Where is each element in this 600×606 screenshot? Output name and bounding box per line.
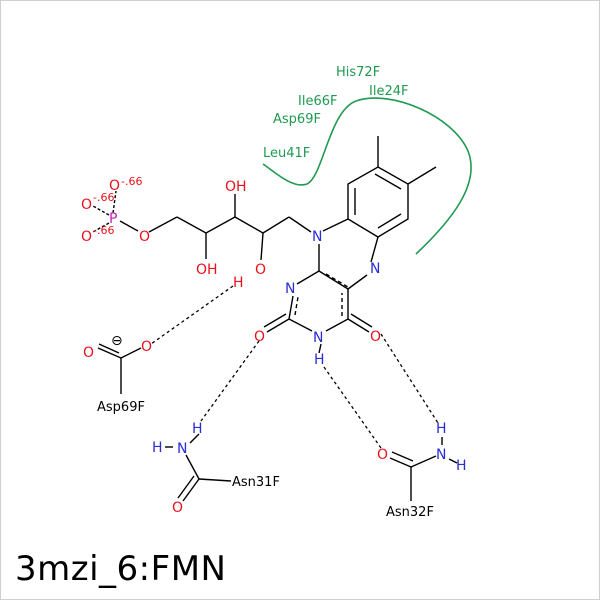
asn32-n-label: N <box>436 447 446 463</box>
asn31-h-label: H <box>192 421 203 437</box>
phosphate-o-bottom-label: O <box>81 229 92 245</box>
residue-asp69-hydrophobic: Asp69F <box>273 112 321 127</box>
phosphate-o-left-label: O <box>81 197 92 213</box>
asn32-h-label: H <box>436 421 447 437</box>
phosphorus-label: P <box>109 211 117 227</box>
phosphate-charge-left: -.66 <box>93 191 114 204</box>
diagram-title: 3mzi_6:FMN <box>15 549 227 589</box>
n1-label: N <box>285 281 295 297</box>
asn32-h2-label: H <box>456 458 467 474</box>
h3-label: H <box>314 352 325 368</box>
residue-labels: His72F Ile66F Ile24F Asp69F Leu41F Asp69… <box>97 65 434 520</box>
residue-asn31: Asn31F <box>232 475 280 490</box>
asp69-charge-icon: ⊖ <box>111 333 123 349</box>
phosphate-charge-bottom: -.66 <box>93 224 114 237</box>
asn32-o-label: O <box>377 447 388 463</box>
residue-leu41: Leu41F <box>263 146 310 161</box>
hydrogen-bonds <box>150 285 439 449</box>
phosphate-charge-top: -.66 <box>121 175 142 188</box>
residue-ile24: Ile24F <box>369 84 408 99</box>
n5-label: N <box>370 261 380 277</box>
residue-his72: His72F <box>336 65 380 80</box>
asn31-h2-label: H <box>152 440 163 456</box>
asp69-o2-label: O <box>141 339 152 355</box>
hydrophobic-contact-arc <box>262 97 472 255</box>
o4-label: O <box>370 329 381 345</box>
ribityl-o-label: O <box>255 262 266 278</box>
o2-label: O <box>254 329 265 345</box>
atom-labels: OH OH O H N N N N H O O P O O O O -.66 -… <box>81 175 467 516</box>
phosphate-o-ester-label: O <box>139 229 150 245</box>
oh-bottom-label: OH <box>196 262 218 278</box>
n10-label: N <box>312 229 322 245</box>
asn31-n-label: N <box>177 441 187 457</box>
n3-label: N <box>313 330 323 346</box>
residue-asn32: Asn32F <box>386 505 434 520</box>
residue-asp69: Asp69F <box>97 400 145 415</box>
residue-ile66: Ile66F <box>298 94 337 109</box>
asn31-o-label: O <box>172 500 183 516</box>
phosphate-o-top-label: O <box>109 178 120 194</box>
oh-top-label: OH <box>225 179 247 195</box>
bonds <box>92 136 458 502</box>
asp69-o1-label: O <box>83 345 94 361</box>
ribityl-h-label: H <box>233 275 244 291</box>
